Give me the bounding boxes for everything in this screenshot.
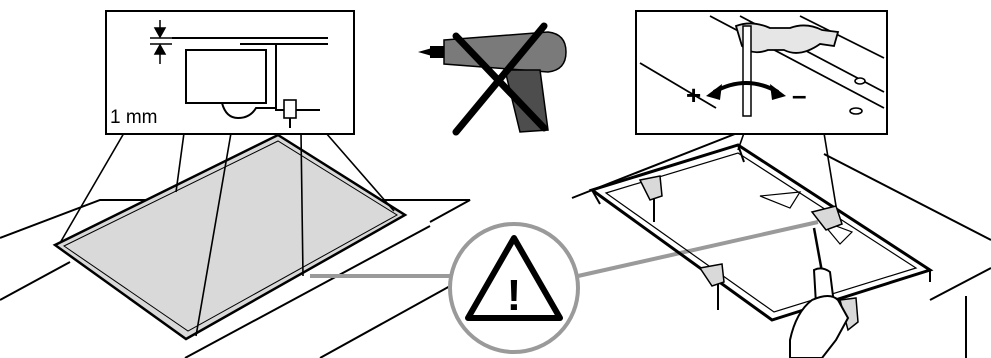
- screwdriver-icon: [814, 228, 834, 307]
- gap-label: 1 mm: [110, 107, 158, 128]
- minus-label: –: [792, 80, 806, 110]
- adjustment-detail-callout: + –: [636, 11, 887, 134]
- hob-glass-plate: [55, 135, 405, 339]
- plus-label: +: [686, 80, 701, 110]
- warning-sign: !: [450, 224, 578, 352]
- no-drill-panel: [418, 26, 566, 132]
- warning-exclamation: !: [507, 271, 522, 320]
- hand-icon: [790, 296, 848, 358]
- right-panel: + –: [572, 11, 991, 358]
- cordless-drill-icon: [418, 32, 566, 132]
- mounting-clamp: [186, 50, 266, 103]
- cabinet-lines: [572, 132, 991, 358]
- gap-detail-callout: 1 mm: [106, 11, 354, 134]
- left-panel: 1 mm: [0, 11, 470, 358]
